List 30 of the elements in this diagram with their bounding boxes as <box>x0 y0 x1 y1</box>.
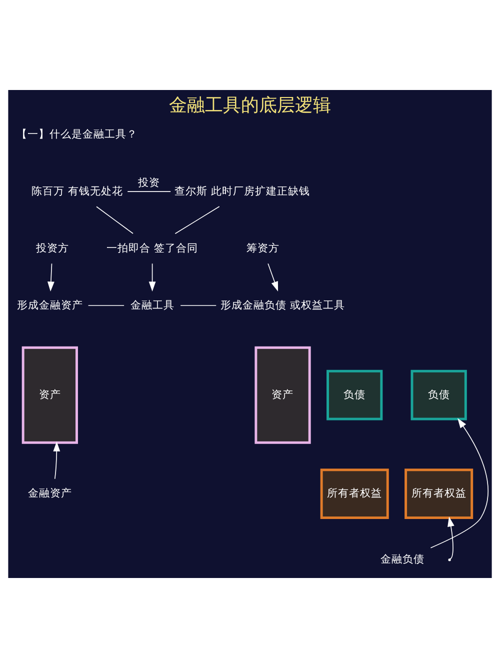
connector <box>88 304 124 306</box>
node-text: 金融负债 <box>380 552 424 566</box>
arrow <box>47 262 54 292</box>
node-box: 负债 <box>326 369 383 420</box>
node-text: 金融资产 <box>28 486 72 500</box>
connector <box>174 206 220 234</box>
node-text: 筹资方 <box>246 240 280 254</box>
node-box: 资产 <box>22 346 78 444</box>
connector <box>180 304 217 306</box>
connector <box>127 190 171 192</box>
edge-label: 投资 <box>138 176 160 189</box>
node-text: 形成金融资产 <box>16 298 83 311</box>
node-text: 形成金融负债 或权益工具 <box>220 298 345 311</box>
arrow <box>430 418 488 548</box>
node-text: 投资方 <box>36 240 69 254</box>
node-box: 所有者权益 <box>404 468 474 518</box>
arrow <box>448 516 454 559</box>
arrow <box>268 262 278 291</box>
arrow <box>148 262 156 292</box>
node-box: 所有者权益 <box>320 468 389 518</box>
node-box: 负债 <box>410 369 467 420</box>
diagram-title: 金融工具的底层逻辑 <box>169 94 332 116</box>
connector <box>96 206 134 234</box>
label: 【一】什么是金融工具？ <box>16 126 138 140</box>
node-text: 查尔斯 此时厂房扩建正缺钱 <box>174 184 310 197</box>
node-text: 一拍即合 签了合同 <box>106 240 198 254</box>
node-text: 金融工具 <box>130 298 174 311</box>
node-text: 陈百万 有钱无处花 <box>31 184 123 197</box>
node-box: 资产 <box>254 346 311 444</box>
arrow <box>53 440 60 479</box>
